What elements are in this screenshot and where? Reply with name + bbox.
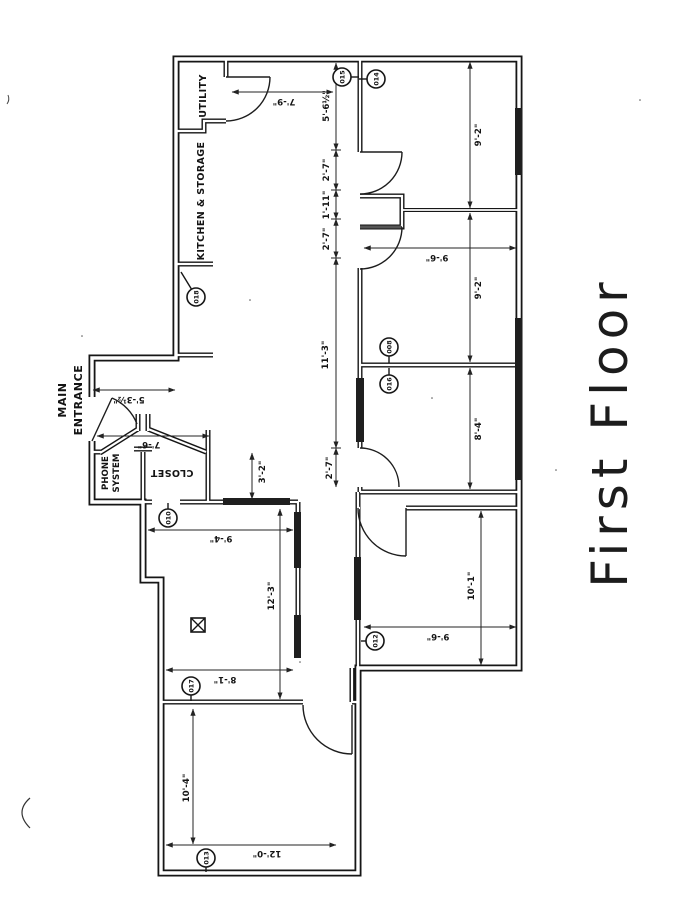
door-tags: 015 014 018 008 016 010 017 013 012 [158,67,399,872]
door-tag-circle-015 [332,67,352,87]
dim-9-4: 9'-4" [210,533,233,543]
room2-door-swing [359,226,403,270]
scan-speck [555,469,557,471]
dim-2-7c: 2'-7" [325,457,335,480]
dim-2-7b: 2'-7" [322,228,332,251]
window-midroom-right-lower [294,615,301,658]
dimension-lines [92,61,517,848]
room1-door-swing [359,151,403,195]
window-right-top [515,108,522,175]
window-midroom-top [223,498,290,505]
dim-5-6h: 5'-6½" [321,90,332,122]
walls [88,55,523,877]
door-tag-010: 010 [165,511,173,525]
door-tag-008: 008 [386,340,394,354]
door-tag-018: 018 [193,290,201,304]
scan-mark-artifact [6,94,10,105]
dim-9-2a: 9'-2" [474,124,484,147]
dimension-labels: 5'-6½" 2'-7" 1'-11" 2'-7" 11'-3" 2'-7" 7… [113,90,484,858]
door-tag-016: 016 [386,377,394,391]
door-tag-circle-010 [158,508,178,528]
dim-7-6: 7'-6" [138,439,161,449]
symbols [6,94,641,829]
window-corridor-sidelight [356,378,364,442]
scan-speck [299,661,301,663]
scan-speck [81,335,83,337]
corridor-end-door-swing [359,447,400,488]
main-entrance-door-swing [111,397,138,425]
utility-door-swing [225,76,271,122]
bottom-room-door-swing [302,704,353,755]
main-entrance-door-leaf [91,397,113,442]
door-tag-circle-016 [379,374,399,394]
door-tag-circle-012 [365,631,385,651]
floor-box-symbol [190,617,206,633]
interior-walls-core [92,59,519,704]
room-labels: UTILITY KITCHEN & STORAGE MAIN ENTRANCE … [56,74,209,492]
room-label-phone-line1: PHONE [101,456,111,490]
dim-5-3h: 5'-3½" [113,394,145,405]
door-tag-012: 012 [372,634,380,647]
windows [223,108,522,658]
door-tag-017: 017 [188,679,196,692]
door-tag-circle-017 [181,676,201,696]
dim-12-0: 12'-0" [253,848,282,858]
tag-leader [180,271,193,291]
door-tag-circle-018 [186,287,206,307]
exterior-wall-core [90,57,521,875]
scan-speck [639,99,641,101]
window-midroom-right-upper [294,512,301,568]
dim-11-3: 11'-3" [321,341,331,370]
dim-9-6a: 9'-6" [426,252,449,262]
door-tag-circle-014 [366,69,386,89]
dim-8-4: 8'-4" [474,418,484,441]
dim-9-2b: 9'-2" [474,277,484,300]
drawing-title: First Floor [581,276,639,588]
scan-curl-artifact [21,797,31,829]
door-tag-circle-008 [379,337,399,357]
floor-box-symbol-x [190,617,206,633]
room-label-closet: CLOSET [150,467,193,478]
door-tag-015: 015 [339,70,347,83]
dim-7-9: 7'-9" [273,96,296,106]
window-right-middle [515,318,522,480]
room-label-main-entrance-line2: ENTRANCE [72,365,85,436]
dim-9-6b: 9'-6" [427,631,450,641]
door-tag-013: 013 [203,851,211,864]
room-label-phone-line2: SYSTEM [112,454,122,493]
room4-door-swing [357,507,407,557]
room-label-kitchen-storage: KITCHEN & STORAGE [196,142,207,261]
room-label-main-entrance-line1: MAIN [56,382,69,417]
dim-10-1: 10'-1" [467,572,477,601]
dim-3-2: 3'-2" [258,461,268,484]
door-tag-circle-013 [196,848,216,868]
scan-speck [431,397,433,399]
exterior-wall [88,55,523,877]
dim-2-7a: 2'-7" [322,159,332,182]
doors [91,76,407,755]
dim-8-1: 8'-1" [214,674,237,684]
scan-speck [249,299,251,301]
window-room4-left [354,557,361,620]
dim-10-4: 10'-4" [182,774,192,803]
door-tag-014: 014 [373,72,381,86]
room-label-utility: UTILITY [198,74,209,117]
interior-walls [92,59,519,705]
dim-12-3: 12'-3" [267,582,277,611]
dim-1-11: 1'-11" [322,191,332,220]
